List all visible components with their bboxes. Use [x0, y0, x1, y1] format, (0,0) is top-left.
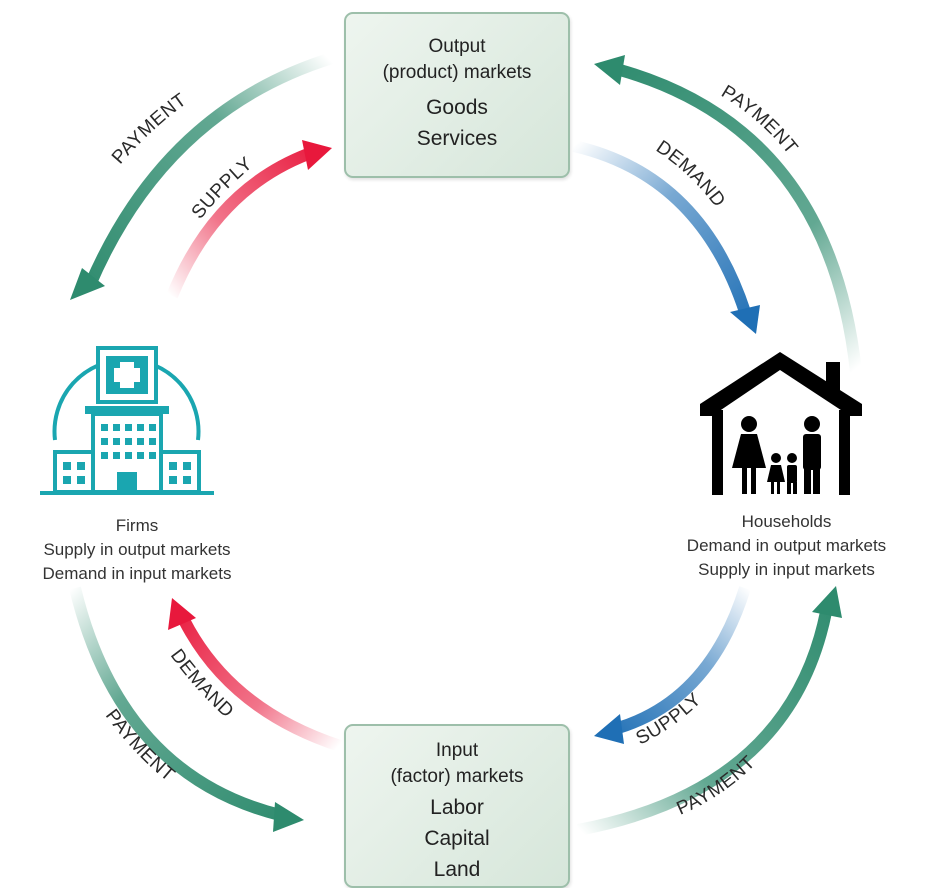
input-market-title: Input: [435, 740, 479, 761]
supply-arrow-bottom-right: [594, 586, 751, 744]
input-market-item: Land: [433, 858, 481, 881]
output-market-title: Output: [428, 36, 486, 57]
house-family-icon: [700, 352, 862, 495]
firms-title: Firms: [115, 516, 159, 535]
payment-label-bottom-left: PAYMENT: [101, 705, 179, 786]
firms-caption: Firms Supply in output markets Demand in…: [0, 514, 274, 586]
households-caption: Households Demand in output markets Supp…: [648, 510, 925, 582]
hospital-building-icon: [40, 346, 214, 495]
payment-arrow-top-left: [70, 52, 334, 300]
payment-arrowhead-bottom-right: [812, 586, 842, 618]
payment-arrow-bottom-right: [576, 586, 842, 836]
demand-label-top-right: DEMAND: [652, 137, 729, 212]
input-market-item: Labor: [430, 796, 484, 819]
output-market-subtitle: (product) markets: [382, 62, 532, 83]
payment-arrowhead-bottom-left: [273, 802, 304, 832]
output-market-item: Goods: [426, 96, 488, 119]
supply-arrowhead-top-left: [302, 140, 332, 170]
supply-arrow-top-left: [166, 140, 332, 299]
output-market-item: Services: [416, 127, 498, 150]
firms-line: Demand in input markets: [42, 564, 232, 583]
demand-arrow-top-right: [572, 140, 760, 334]
payment-arrow-bottom-left: [69, 586, 304, 832]
firms-line: Supply in output markets: [43, 540, 231, 559]
payment-label-bottom-right: PAYMENT: [674, 752, 760, 820]
input-market-box: Input (factor) markets Labor Capital Lan…: [344, 724, 570, 888]
payment-arrowhead-top-left: [70, 268, 105, 300]
payment-arrowhead-top-right: [594, 55, 625, 85]
demand-arrowhead-top-right: [730, 305, 760, 334]
payment-arrow-top-right: [594, 55, 862, 373]
input-market-item: Capital: [424, 827, 490, 850]
households-title: Households: [741, 512, 832, 531]
demand-arrow-bottom-left: [168, 598, 342, 752]
demand-arrowhead-bottom-left: [168, 598, 196, 630]
input-market-subtitle: (factor) markets: [390, 766, 524, 787]
supply-arrowhead-bottom-right: [594, 714, 624, 744]
households-line: Supply in input markets: [698, 560, 875, 579]
households-line: Demand in output markets: [686, 536, 887, 555]
output-market-box: Output (product) markets Goods Services: [344, 12, 570, 178]
